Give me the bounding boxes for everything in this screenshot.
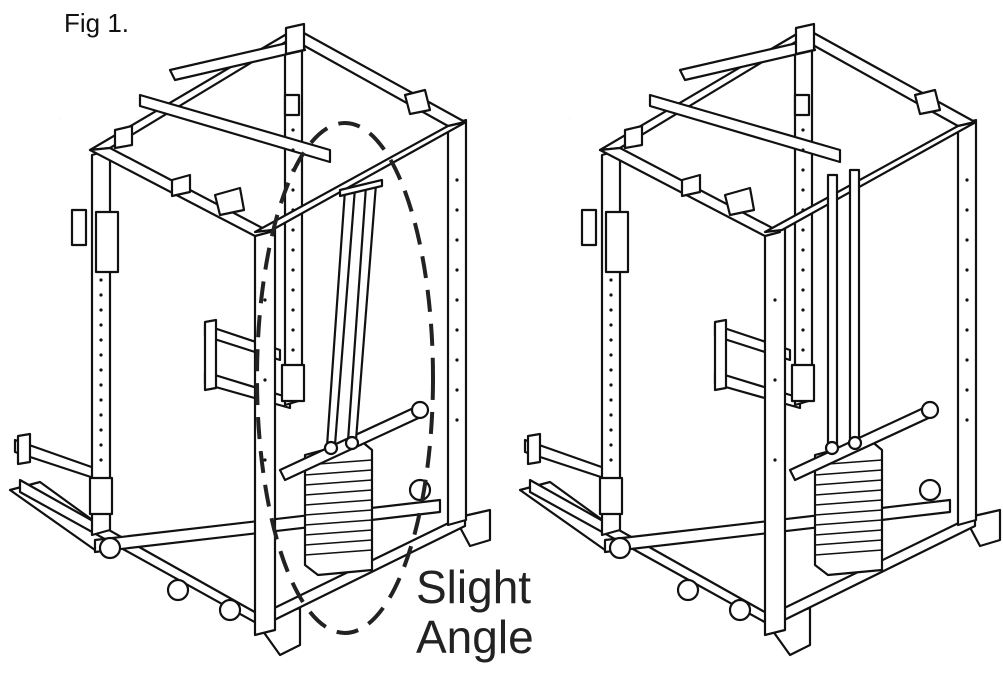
guide-rods-angled xyxy=(323,178,384,456)
guide-rods-vertical xyxy=(824,168,863,456)
callout-line1: Slight xyxy=(416,561,532,613)
callout-text: Slight Angle xyxy=(416,562,534,662)
callout-line2: Angle xyxy=(416,611,534,663)
rack-right xyxy=(520,10,1000,655)
figure-label: Fig 1. xyxy=(64,8,130,38)
rack-left xyxy=(10,10,490,655)
highlight-ellipse xyxy=(255,121,435,635)
